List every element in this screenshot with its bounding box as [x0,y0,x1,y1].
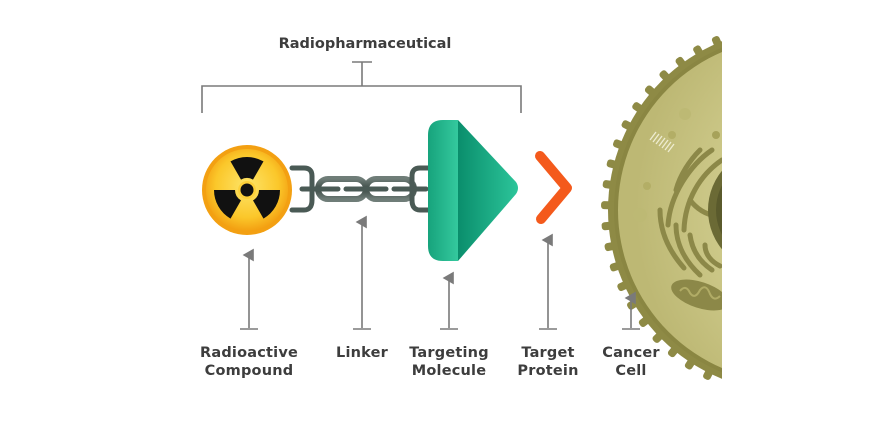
membrane-bump [606,159,621,170]
trefoil-blade [253,190,280,219]
mitochondrion-icon [671,279,722,311]
pointer-arrows [240,215,640,330]
nucleus-icon [708,170,722,250]
label-radioactive-compound: Radioactive Compound [189,344,309,380]
label-line: Radioactive [199,345,299,361]
membrane-bump [601,201,616,210]
target-protein-icon [535,151,612,224]
radiopharmaceutical-bracket [201,61,522,113]
endoplasmic-reticulum-icon [657,147,722,278]
trefoil-blade [214,190,241,219]
membrane-bump [667,343,681,358]
membrane-bump [711,36,722,51]
label-line: Cancer [602,345,660,361]
trefoil-blade [230,157,264,180]
membrane-bump [722,373,734,389]
membrane-bump [632,102,646,115]
membrane-bump [644,85,659,99]
targeting-molecule-icon [428,120,518,261]
membrane-bump [612,139,628,151]
label-linker: Linker [322,344,402,362]
membrane-bump [693,45,705,60]
label-line: Linker [336,345,388,361]
label-line: Target [521,345,575,361]
membrane-bump [659,70,673,84]
label-cancer-cell: Cancer Cell [591,344,671,380]
radiation-symbol-icon [202,145,292,235]
linker-chain-icon [289,165,435,213]
label-targeting-molecule: Targeting Molecule [399,344,499,380]
membrane-bump [604,241,619,252]
membrane-bump [621,120,636,132]
membrane-bump [601,221,616,231]
label-line: Targeting [409,345,489,361]
membrane-bump [617,279,632,292]
membrane-bump [684,355,697,370]
ribosome-marks-icon [649,131,675,153]
label-target-protein: Target Protein [508,344,588,380]
label-line: Cell [615,363,647,379]
membrane-bump [675,56,688,71]
cancer-cell-illustration [601,36,734,389]
diagram-title: Radiopharmaceutical [278,36,452,52]
label-line: Protein [517,363,579,379]
membrane-bump [652,329,666,343]
membrane-bump [703,365,715,380]
membrane-bump [638,314,653,328]
membrane-bump [609,261,625,272]
label-line: Compound [204,363,294,379]
label-line: Molecule [411,363,487,379]
